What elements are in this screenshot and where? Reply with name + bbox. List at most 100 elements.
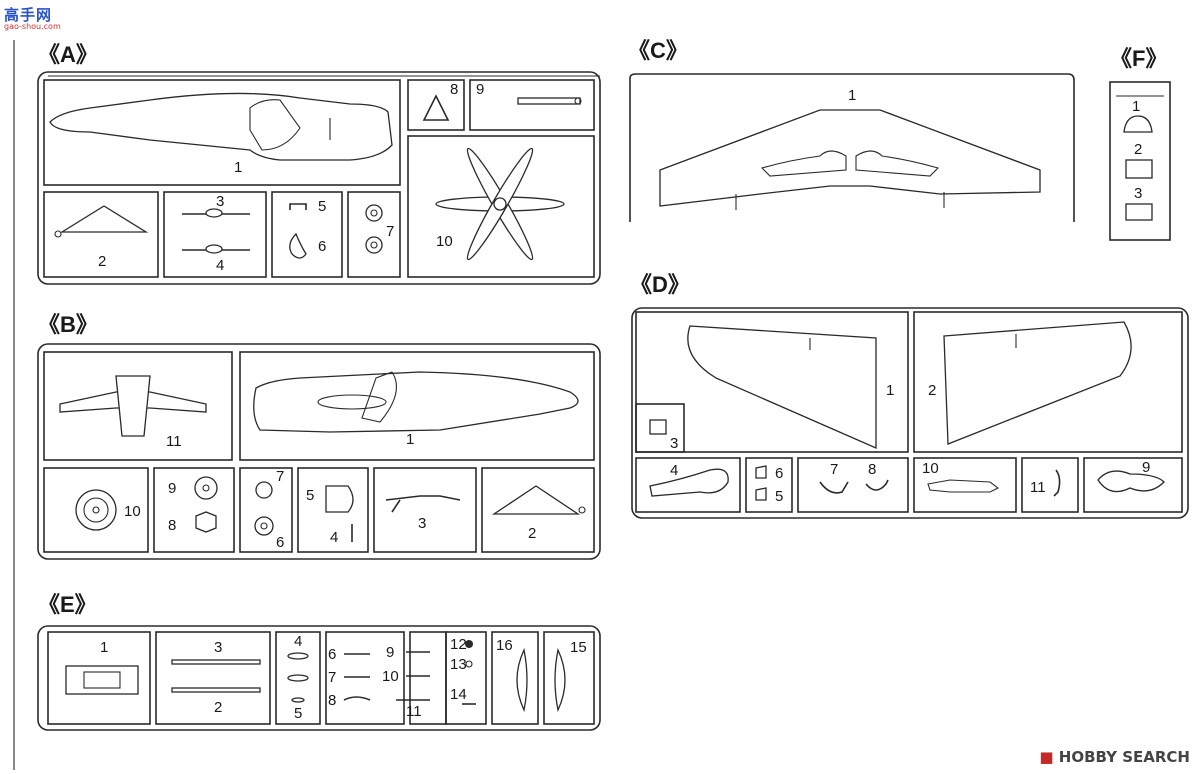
site-logo: 高手网 [4, 6, 53, 24]
part-d11: 11 [1030, 469, 1061, 497]
part-number-label: 10 [124, 503, 141, 520]
part-b7: 7 [255, 468, 284, 499]
part-number-label: 8 [328, 692, 336, 709]
part-number-label: 5 [318, 198, 326, 215]
part-number-label: 1 [100, 639, 108, 656]
part-f3: 3 [1125, 185, 1153, 221]
part-b8: 8 [168, 511, 217, 534]
part-e12: 12 [450, 636, 473, 653]
part-number-label: 1 [406, 431, 414, 448]
part-c1-wing: 1 [659, 87, 1041, 210]
part-number-label: 11 [1030, 479, 1046, 496]
part-e9: 9 [386, 644, 430, 661]
part-number-label: 6 [318, 238, 326, 255]
part-f2: 2 [1125, 141, 1153, 179]
part-e5: 5 [287, 674, 309, 722]
part-a6: 6 [289, 232, 326, 259]
part-b4: 4 [330, 524, 353, 546]
hobby-search-watermark: ■ HOBBY SEARCH [1039, 748, 1190, 766]
part-number-label: 9 [1142, 459, 1150, 476]
part-number-label: 3 [214, 639, 222, 656]
watermark-text: HOBBY SEARCH [1058, 748, 1190, 766]
part-number-label: 3 [670, 435, 678, 452]
part-a7-wheels: 7 [365, 204, 394, 254]
part-d7: 7 [819, 461, 849, 494]
part-e6: 6 [328, 646, 370, 663]
runner-e-frame [37, 625, 601, 731]
part-d3: 3 [649, 419, 678, 452]
runner-e: 《E》 1 3 2 4 5 [37, 592, 601, 731]
part-e16: 16 [496, 637, 528, 713]
part-b5: 5 [306, 485, 354, 513]
runner-d-header: 《D》 [630, 272, 690, 297]
part-e15: 15 [554, 639, 587, 713]
part-d5: 5 [755, 487, 783, 505]
part-b9: 9 [168, 476, 218, 500]
part-number-label: 16 [496, 637, 513, 654]
part-number-label: 2 [928, 382, 936, 399]
runner-a-cell [43, 79, 401, 186]
runner-f-frame [1109, 81, 1171, 241]
part-number-label: 8 [868, 461, 876, 478]
runner-c-frame [629, 73, 1075, 222]
runner-f-header: 《F》 [1110, 46, 1167, 71]
part-b10: 10 [75, 489, 141, 531]
part-d10-figure: 10 [922, 460, 1000, 493]
part-number-label: 11 [406, 703, 422, 720]
part-a3: 3 [182, 193, 250, 218]
part-number-label: 1 [848, 87, 856, 104]
part-number-label: 9 [168, 480, 176, 497]
part-e3: 3 [171, 639, 261, 665]
watermark-logo-icon: ■ [1039, 748, 1054, 766]
part-number-label: 6 [328, 646, 336, 663]
part-a9: 9 [476, 81, 582, 105]
part-d4: 4 [649, 462, 729, 497]
runner-f: 《F》 1 2 3 [1109, 46, 1171, 241]
part-b3: 3 [385, 495, 461, 532]
part-e13: 13 [450, 656, 473, 673]
part-number-label: 4 [330, 529, 338, 546]
part-number-label: 2 [1134, 141, 1142, 158]
runner-a: 《A》 1 8 9 [37, 42, 601, 285]
part-number-label: 3 [1134, 185, 1142, 202]
part-number-label: 7 [276, 468, 284, 485]
part-b11-stabilizer: 11 [59, 375, 207, 450]
part-number-label: 6 [276, 534, 284, 551]
part-a8: 8 [422, 81, 458, 121]
part-e4: 4 [287, 633, 309, 660]
part-number-label: 13 [450, 656, 467, 673]
part-d1-wing: 1 [687, 325, 894, 449]
runner-b-frame [37, 343, 601, 560]
part-number-label: 4 [216, 257, 224, 274]
part-e14: 14 [450, 686, 476, 705]
runner-a-header: 《A》 [38, 42, 98, 67]
part-number-label: 3 [216, 193, 224, 210]
runner-c: 《C》 1 [628, 38, 1075, 222]
part-number-label: 7 [386, 223, 394, 240]
part-number-label: 5 [306, 487, 314, 504]
part-number-label: 15 [570, 639, 587, 656]
part-number-label: 14 [450, 686, 467, 703]
part-d2-wing: 2 [928, 321, 1132, 445]
part-number-label: 7 [830, 461, 838, 478]
runner-b: 《B》 11 1 10 9 [37, 312, 601, 560]
part-d8: 8 [865, 461, 889, 491]
part-number-label: 6 [775, 465, 783, 482]
part-number-label: 9 [476, 81, 484, 98]
runner-b-header: 《B》 [38, 312, 98, 337]
site-logo-url: gao-shou.com [4, 22, 61, 31]
runner-d-frame [631, 307, 1189, 519]
part-a5: 5 [289, 198, 326, 215]
part-e2: 2 [171, 687, 261, 716]
part-a2: 2 [54, 205, 149, 270]
part-number-label: 1 [886, 382, 894, 399]
part-e1: 1 [65, 639, 139, 695]
part-d6: 6 [755, 465, 783, 482]
part-number-label: 9 [386, 644, 394, 661]
part-number-label: 11 [166, 433, 182, 450]
part-b6: 6 [254, 516, 284, 551]
part-number-label: 7 [328, 669, 336, 686]
part-a4: 4 [182, 244, 250, 274]
part-number-label: 8 [450, 81, 458, 98]
